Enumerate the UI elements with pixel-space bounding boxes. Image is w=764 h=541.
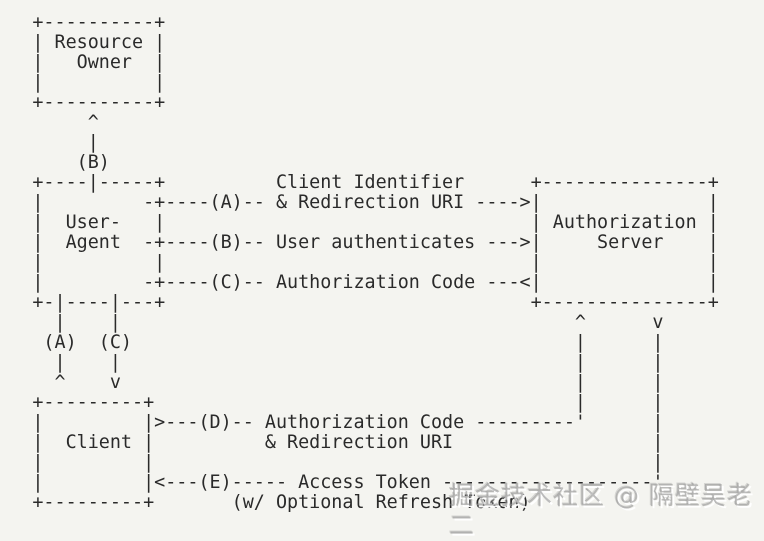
ascii-line: | |<---(E)----- Access Token -----------… (0, 472, 664, 493)
ascii-line: (A) (C) | | (0, 332, 664, 353)
ascii-line: (B) (76, 152, 110, 173)
ascii-line: +----------+ (32, 12, 166, 33)
ascii-line: +-|----|---+ +---------------+ (0, 292, 719, 313)
ascii-line: +----------+ (32, 92, 166, 113)
ascii-line: | | ^ v (0, 312, 664, 333)
ascii-line: ^ (87, 112, 99, 133)
ascii-line: +----|-----+ Client Identifier +--------… (0, 172, 719, 193)
ascii-flow-diagram: +----------+ | Resource | | Owner | | | … (0, 12, 719, 513)
ascii-line: | (87, 132, 99, 153)
ascii-line: | -+----(C)-- Authorization Code ---<| | (0, 272, 719, 293)
ascii-line: | Client | & Redirection URI | (0, 432, 664, 453)
ascii-line: | | (32, 72, 166, 93)
ascii-line: | | | | (0, 252, 719, 273)
ascii-line: | |>---(D)-- Authorization Code --------… (0, 412, 664, 433)
ascii-line: | | | (0, 452, 664, 473)
ascii-line: +---------+ (w/ Optional Refresh Token) (0, 492, 531, 513)
ascii-line: | User- | | Authorization | (0, 212, 719, 233)
ascii-line: ^ v | | (0, 372, 664, 393)
oauth-flow-screenshot: +----------+ | Resource | | Owner | | | … (0, 12, 752, 541)
ascii-line: | Owner | (32, 52, 166, 73)
ascii-line: | -+----(A)-- & Redirection URI ---->| | (0, 192, 719, 213)
ascii-line: +---------+ | | (0, 392, 664, 413)
ascii-line: | Agent -+----(B)-- User authenticates -… (0, 232, 719, 253)
ascii-line: | | | | (0, 352, 664, 373)
ascii-line: | Resource | (32, 32, 166, 53)
